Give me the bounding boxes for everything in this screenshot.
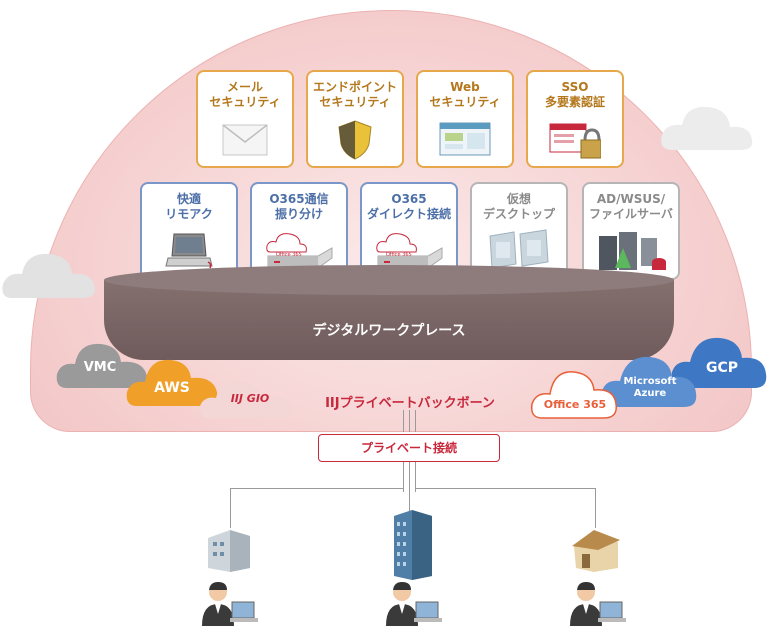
service-label: メール セキュリティ <box>209 80 281 109</box>
shield-icon <box>338 120 372 160</box>
service-label: 仮想 デスクトップ <box>482 192 555 221</box>
user-with-laptop-icon <box>386 582 442 626</box>
aws-cloud-icon <box>126 359 218 406</box>
office365-label: Office 365 <box>543 398 607 411</box>
connector-line <box>415 462 416 492</box>
connector-line <box>403 462 404 492</box>
service-label: O365通信 振り分け <box>269 192 329 221</box>
service-label: 快適 リモアク <box>165 192 213 221</box>
backbone-label: IIJプライベートバックボーン <box>325 396 495 411</box>
virtual-desktop-icon <box>489 229 549 269</box>
service-label: エンドポイント セキュリティ <box>312 80 397 109</box>
service-remote-access: 快適 リモアク <box>140 182 238 280</box>
connector-line <box>415 488 595 489</box>
headquarters-building-icon <box>394 510 432 580</box>
user-with-laptop-icon <box>570 582 626 626</box>
padlock-icon <box>549 123 601 159</box>
connector-line <box>403 410 404 432</box>
decorative-cloud-icon <box>2 253 96 298</box>
server-rack-icon <box>599 232 666 270</box>
vmc-label: VMC <box>83 360 117 375</box>
service-web-security: Web セキュリティ <box>416 70 514 168</box>
service-virtual-desktop: 仮想 デスクトップ <box>470 182 568 280</box>
user-with-laptop-icon <box>202 582 258 626</box>
decorative-cloud-icon <box>661 106 753 150</box>
platform-top <box>104 265 674 295</box>
connector-line <box>230 488 231 528</box>
connector-line <box>230 488 404 489</box>
azure-label: Microsoft Azure <box>623 376 677 399</box>
branch-building-icon <box>208 530 250 572</box>
connector-line <box>415 410 416 432</box>
service-label: SSO 多要素認証 <box>544 80 605 109</box>
vmc-cloud-icon <box>56 343 148 388</box>
azure-cloud-icon <box>601 356 697 407</box>
connector-line <box>409 462 410 512</box>
service-sso-mfa: SSO 多要素認証 <box>526 70 624 168</box>
private-connection-box: プライベート接続 <box>318 434 500 462</box>
service-ad-wsus-fileserver: AD/WSUS/ ファイルサーバ <box>582 182 680 280</box>
gcp-cloud-icon <box>671 337 767 388</box>
office365-cloud-icon <box>530 371 617 419</box>
service-label: AD/WSUS/ ファイルサーバ <box>589 192 673 221</box>
browser-window-icon <box>439 122 491 156</box>
connector-line <box>409 410 410 432</box>
service-mail-security: メール セキュリティ <box>196 70 294 168</box>
office365-badge: Office 365 <box>276 252 302 258</box>
connector-line <box>595 488 596 528</box>
service-label: Web セキュリティ <box>429 80 501 109</box>
service-endpoint-security: エンドポイント セキュリティ <box>306 70 404 168</box>
platform-label: デジタルワークプレース <box>312 323 466 339</box>
office365-badge: Office 365 <box>386 252 412 258</box>
laptop-icon <box>165 233 213 269</box>
iij-gio-cloud-icon <box>199 381 293 418</box>
iij-gio-label: IIJ GIO <box>230 392 270 405</box>
service-label: O365 ダイレクト接続 <box>366 192 451 221</box>
service-o365-direct: O365 ダイレクト接続 Office 365 <box>360 182 458 280</box>
envelope-icon <box>222 124 268 156</box>
gcp-label: GCP <box>705 360 739 376</box>
home-house-icon <box>572 530 620 572</box>
aws-label: AWS <box>154 380 190 396</box>
service-o365-split: O365通信 振り分け Office 365 <box>250 182 348 280</box>
